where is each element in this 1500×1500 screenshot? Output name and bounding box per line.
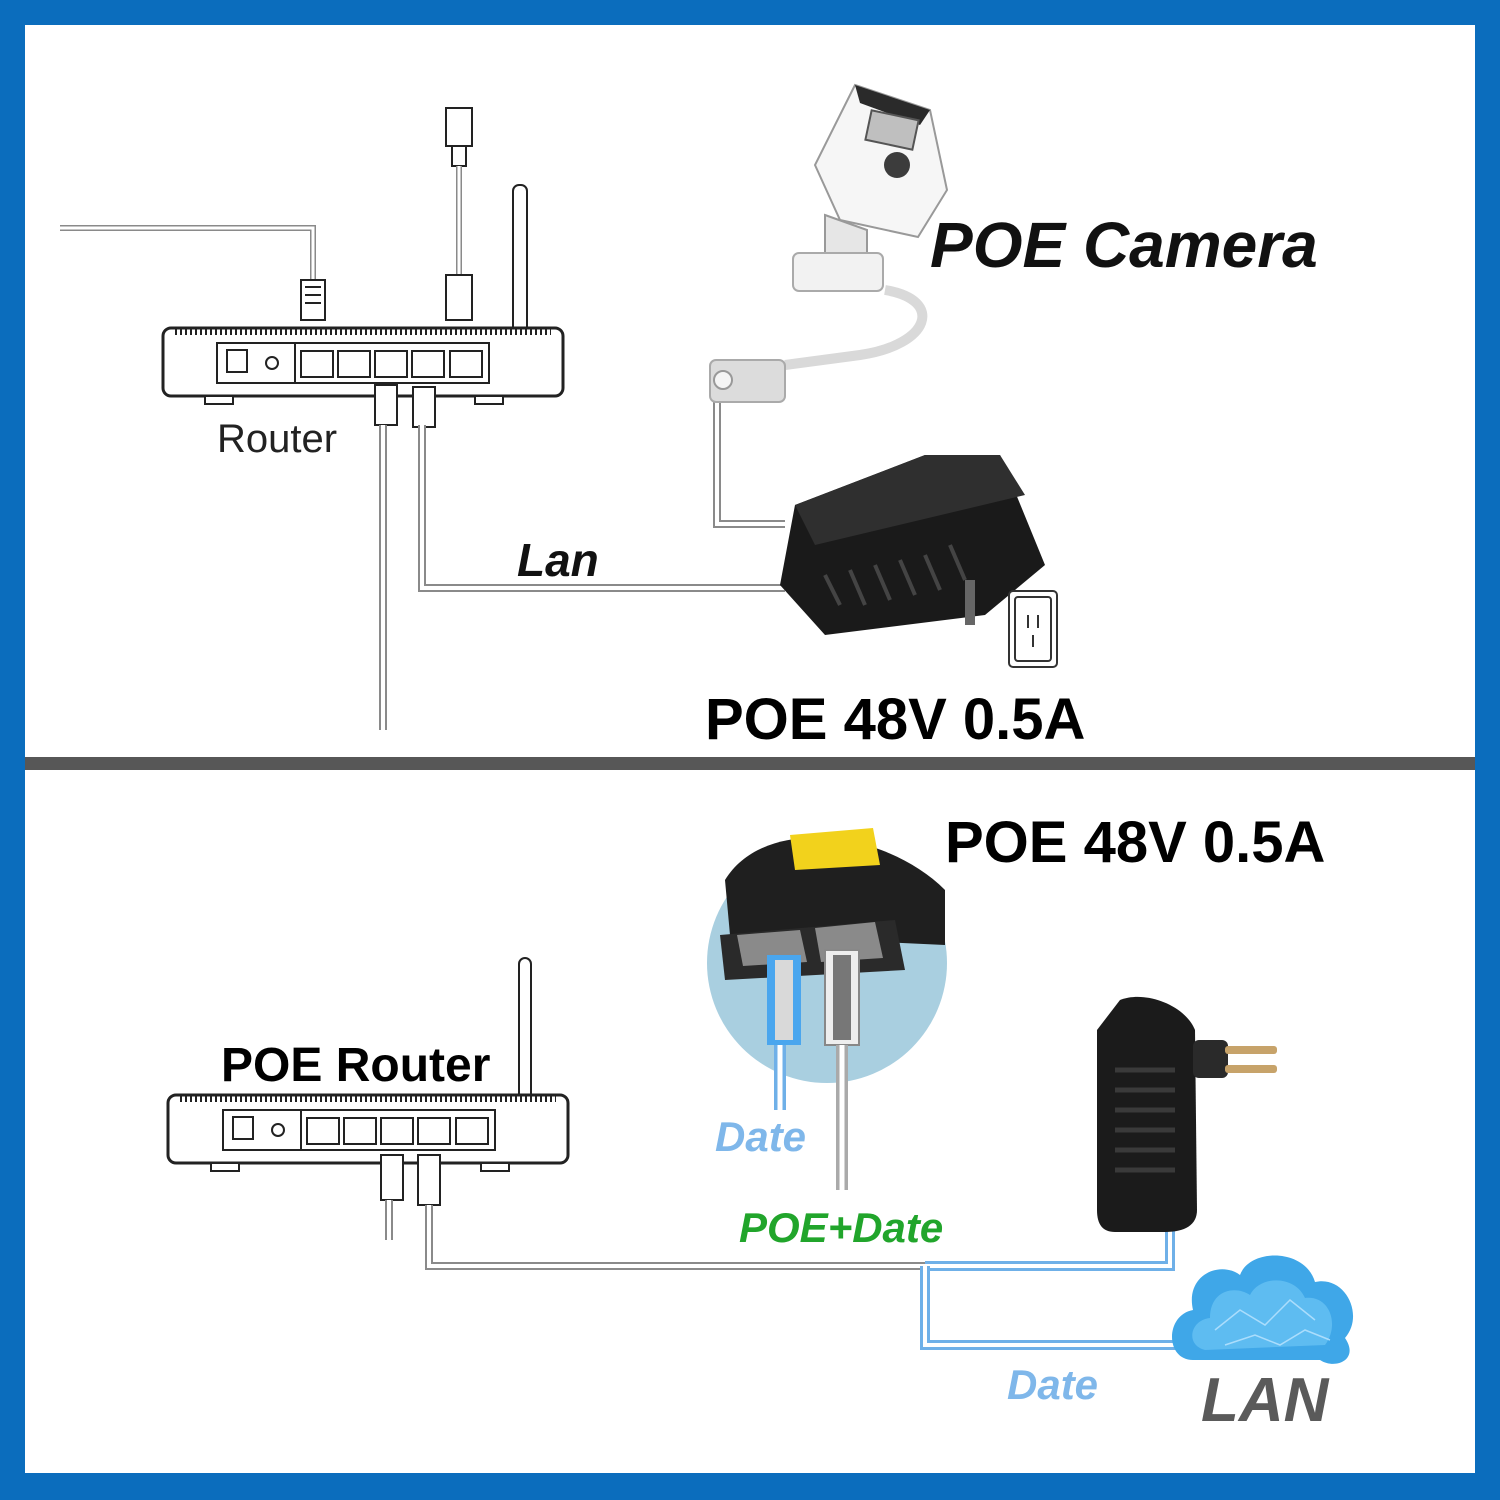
date-label-lower: Date xyxy=(1007,1364,1098,1406)
lan-cloud-label: LAN xyxy=(1201,1370,1328,1432)
lan-data-cable xyxy=(925,1266,1185,1345)
panel-divider xyxy=(25,757,1475,770)
top-wiring-svg xyxy=(25,25,1475,757)
poe-date-label: POE+Date xyxy=(739,1207,943,1249)
date-label-upper: Date xyxy=(715,1116,806,1158)
poe-adapter-label-top: POE 48V 0.5A xyxy=(705,691,1085,749)
poe-camera-label: POE Camera xyxy=(930,213,1318,277)
lan-cable xyxy=(422,425,785,588)
poe-adapter-closeup xyxy=(707,828,947,1083)
wall-socket-icon xyxy=(1009,591,1057,667)
camera-icon xyxy=(710,85,947,402)
top-panel: POE Camera Router Lan POE 48V 0.5A xyxy=(25,25,1475,757)
camera-cable xyxy=(717,400,785,524)
poe-adapter-icon xyxy=(780,455,1045,635)
router-label: Router xyxy=(217,419,337,459)
rj45-plug-icon xyxy=(446,108,472,146)
rj45-plug-icon xyxy=(301,280,325,320)
poe-adapter-icon xyxy=(1097,997,1277,1232)
rj45-plug-icon xyxy=(418,1155,440,1205)
rj45-plug-icon xyxy=(375,385,397,425)
rj45-plug-icon xyxy=(381,1155,403,1200)
poe-router-label: POE Router xyxy=(221,1042,490,1090)
rj45-plug-icon xyxy=(413,387,435,427)
lan-label: Lan xyxy=(517,537,599,583)
bottom-panel: POE 48V 0.5A POE Router Date POE+Date Da… xyxy=(25,770,1475,1473)
poe-adapter-label-bottom: POE 48V 0.5A xyxy=(945,814,1325,872)
cloud-icon xyxy=(1172,1256,1353,1364)
wan-cable xyxy=(60,228,313,290)
router-icon xyxy=(163,328,563,404)
poe-router-icon xyxy=(168,1095,568,1171)
rj45-plug-icon xyxy=(446,275,472,320)
